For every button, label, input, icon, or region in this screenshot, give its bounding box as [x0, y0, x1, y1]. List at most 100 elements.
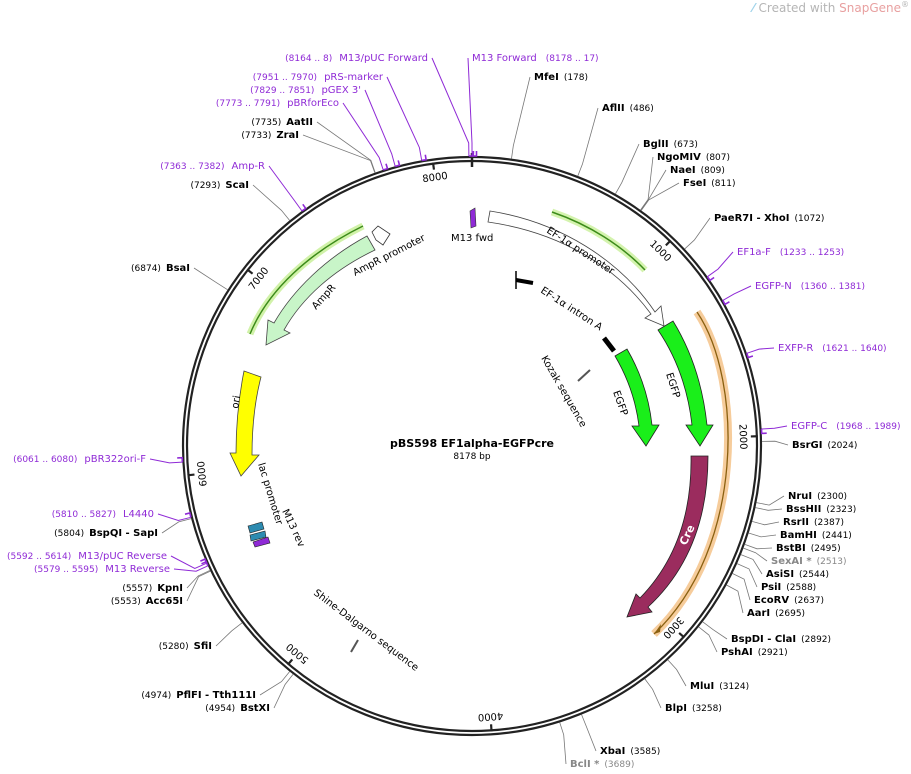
enzyme-label-pshai[interactable]: PshAI(2921): [721, 647, 788, 658]
enzyme-leader-line: [702, 621, 728, 640]
enzyme-label-fsei[interactable]: FseI(811): [683, 178, 736, 189]
feature-label-ef1a-intron: EF-1α intron A: [538, 285, 604, 333]
feature-label-ef1a-promoter: EF-1α promoter: [544, 225, 616, 277]
enzyme-label-bsrgi[interactable]: BsrGI(2024): [792, 440, 857, 451]
enzyme-leader-line: [748, 532, 777, 538]
enzyme-label-bsai[interactable]: (6874)BsaI: [131, 263, 190, 274]
primer-label-m13-reverse[interactable]: (5579 .. 5595)M13 Reverse: [34, 564, 170, 575]
enzyme-label-aatii[interactable]: (7735)AatII: [251, 117, 313, 128]
primer-label-amp-r[interactable]: (7363 .. 7382)Amp-R: [160, 161, 265, 172]
enzyme-label-bstbi[interactable]: BstBI(2495): [776, 543, 841, 554]
enzyme-leader-line: [684, 217, 711, 250]
watermark-prefix: Created with: [758, 1, 840, 15]
enzyme-label-naei[interactable]: NaeI(809): [670, 165, 725, 176]
primer-binding-mark: [184, 512, 192, 518]
primer-label-l4440[interactable]: (5810 .. 5827)L4440: [52, 509, 154, 520]
ef1a-highlight-line: [551, 211, 646, 271]
enzyme-label-paer7i-xhoi[interactable]: PaeR7I - XhoI(1072): [714, 213, 824, 224]
primer-leader-line: [431, 57, 470, 157]
tick-mark: [187, 473, 195, 477]
enzyme-label-kpni[interactable]: (5557)KpnI: [122, 583, 183, 594]
tick-label: 8000: [422, 171, 449, 185]
primer-label-pgex-3[interactable]: (7829 .. 7851)pGEX 3': [250, 85, 361, 96]
enzyme-label-ecorv[interactable]: EcoRV(2637): [754, 595, 824, 606]
primer-binding-mark: [468, 150, 475, 157]
enzyme-label-blpi[interactable]: BlpI(3258): [665, 703, 722, 714]
enzyme-label-pflfi-tth111i[interactable]: (4974)PflFI - Tth111I: [141, 690, 256, 701]
enzyme-label-acc65i[interactable]: (5553)Acc65I: [111, 596, 183, 607]
enzyme-leader-line: [302, 134, 376, 173]
feature-egfp-outer[interactable]: EGFP: [657, 320, 714, 447]
primer-binding-mark: [421, 154, 428, 162]
enzyme-label-sexai[interactable]: SexAI *(2513): [771, 556, 847, 567]
enzyme-label-ngomiv[interactable]: NgoMIV(807): [657, 152, 730, 163]
enzyme-leader-line: [252, 184, 291, 221]
feature-ef1a-intron[interactable]: EF-1α intron A: [515, 271, 616, 353]
enzyme-label-bsshii[interactable]: BssHII(2323): [786, 504, 856, 515]
primer-label-egfp-n[interactable]: EGFP-N(1360 .. 1381): [755, 281, 865, 292]
orf-arrow-icon: [654, 624, 661, 634]
feature-kozak: Kozak sequence: [538, 354, 591, 429]
snapgene-logo-icon: ⁄: [752, 1, 755, 15]
enzyme-label-bamhi[interactable]: BamHI(2441): [780, 530, 852, 541]
ampr-highlight-line: [249, 225, 364, 335]
enzyme-label-bglii[interactable]: BglII(673): [643, 139, 698, 150]
enzyme-label-bstxi[interactable]: (4954)BstXI: [205, 703, 270, 714]
enzyme-leader-line: [751, 521, 780, 526]
enzyme-label-scai[interactable]: (7293)ScaI: [190, 180, 249, 191]
orf-highlight-line: [653, 311, 729, 635]
primer-binding-mark: [746, 353, 754, 359]
enzyme-label-nrui[interactable]: NruI(2300): [788, 491, 847, 502]
enzyme-label-bspdi-clai[interactable]: BspDI - ClaI(2892): [731, 634, 831, 645]
enzyme-label-mlui[interactable]: MluI(3124): [690, 681, 749, 692]
plasmid-name: pBS598 EF1alpha-EGFPcre: [390, 437, 554, 450]
primer-label-pbrforeco[interactable]: (7773 .. 7791)pBRforEco: [216, 98, 339, 109]
enzyme-label-zrai[interactable]: (7733)ZraI: [241, 130, 299, 141]
primer-binding-mark: [722, 300, 730, 306]
feature-label-m13-rev: M13 rev: [279, 508, 306, 549]
feature-ori[interactable]: ori: [229, 370, 262, 477]
feature-cre[interactable]: Cre: [626, 455, 709, 618]
enzyme-leader-line: [161, 518, 192, 534]
enzyme-label-bspqi-sapi[interactable]: (5804)BspQI - SapI: [54, 528, 158, 539]
primer-binding-mark: [760, 428, 767, 435]
enzyme-label-asisi[interactable]: AsiSI(2544): [766, 569, 829, 580]
enzyme-label-psii[interactable]: PsiI(2588): [761, 582, 816, 593]
enzyme-leader-line: [259, 671, 291, 696]
primer-label-m13-puc-forward[interactable]: (8164 .. 8)M13/pUC Forward: [285, 53, 428, 64]
tick-label: 5000: [284, 640, 311, 665]
primer-label-pbr322ori-f[interactable]: (6061 .. 6080)pBR322ori-F: [13, 454, 146, 465]
enzyme-label-mfei[interactable]: MfeI(178): [534, 72, 588, 83]
enzyme-label-bcli[interactable]: BclI *(3689): [570, 759, 634, 770]
primer-binding-mark: [394, 160, 401, 168]
enzyme-leader-line: [193, 267, 228, 291]
primer-label-m13-forward[interactable]: M13 Forward(8178 .. 17): [472, 53, 599, 64]
tick-label: 2000: [736, 424, 748, 450]
enzyme-label-rsrii[interactable]: RsrII(2387): [783, 517, 844, 528]
tick-mark: [431, 162, 436, 170]
primer-label-egfp-c[interactable]: EGFP-C(1968 .. 1989): [791, 421, 901, 432]
enzyme-leader-line: [744, 544, 773, 550]
feature-lac-promoter[interactable]: lac promoter: [247, 462, 285, 542]
enzyme-label-aflii[interactable]: AflII(486): [602, 103, 654, 114]
tick-mark: [678, 632, 686, 639]
plasmid-size: 8178 bp: [453, 452, 490, 462]
tick-label: 7000: [247, 266, 271, 293]
enzyme-label-aari[interactable]: AarI(2695): [747, 608, 805, 619]
primer-label-prs-marker[interactable]: (7951 .. 7970)pRS-marker: [253, 72, 384, 83]
primer-label-ef1a-f[interactable]: EF1a-F(1233 .. 1253): [737, 247, 844, 258]
tick-label: 4000: [477, 710, 503, 723]
feature-shine-dalgarno: Shine-Dalgarno sequence: [311, 588, 420, 674]
primer-leader-line: [364, 89, 396, 167]
feature-label-egfp-outer: EGFP: [663, 372, 681, 400]
feature-egfp-inner[interactable]: EGFP: [610, 348, 660, 447]
primer-leader-line: [467, 57, 473, 156]
enzyme-label-sfii[interactable]: (5280)SfiI: [159, 641, 212, 652]
enzyme-leader-line: [215, 622, 243, 647]
enzyme-leader-line: [511, 76, 531, 159]
enzyme-label-xbai[interactable]: XbaI(3585): [600, 746, 660, 757]
enzyme-leader-line: [644, 678, 662, 709]
feature-m13-fwd[interactable]: M13 fwd: [451, 207, 493, 244]
primer-label-exfp-r[interactable]: EXFP-R(1621 .. 1640): [778, 343, 887, 354]
primer-label-m13-puc-reverse[interactable]: (5592 .. 5614)M13/pUC Reverse: [7, 551, 167, 562]
